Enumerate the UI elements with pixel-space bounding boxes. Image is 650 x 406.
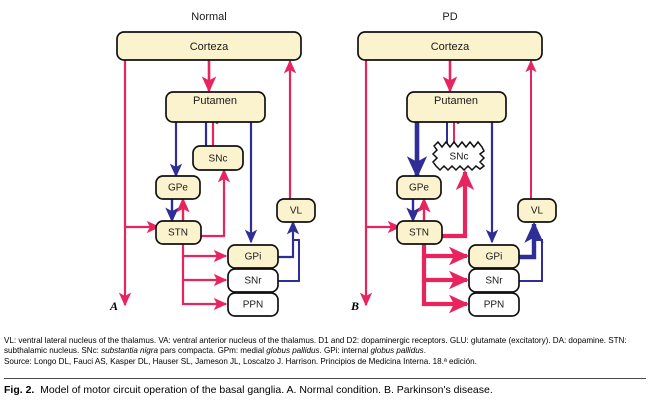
node-snr-pd[interactable]	[468, 268, 520, 293]
basal-ganglia-diagram: Normal	[109, 11, 557, 317]
edge-snr-vl-pd	[519, 239, 543, 282]
node-ppn[interactable]	[227, 292, 279, 317]
abbreviations-legend: VL: ventral lateral nucleus of the thala…	[4, 336, 627, 366]
node-snc-pd[interactable]	[431, 140, 486, 172]
edge-stn-snc	[197, 168, 231, 238]
node-ppn-label-pd: PPN	[484, 300, 505, 311]
edge-gpi-vl	[278, 220, 300, 259]
node-stn[interactable]	[155, 220, 202, 245]
edge-stn-snr	[181, 256, 228, 287]
node-corteza-label: Corteza	[190, 41, 229, 53]
panel-letter-b: B	[350, 299, 359, 313]
node-gpi[interactable]	[227, 244, 279, 269]
node-gpi-pd[interactable]	[468, 244, 520, 269]
node-corteza[interactable]	[116, 31, 302, 61]
node-putamen-pd[interactable]	[406, 91, 507, 123]
node-snc-label: SNc	[209, 154, 228, 165]
panel-title-pd: PD	[442, 11, 457, 23]
node-stn-label: STN	[168, 228, 188, 239]
edge-stn-ppn-pd	[421, 280, 470, 314]
edge-stn-snr-pd	[421, 256, 470, 290]
panel-normal: Normal	[109, 11, 316, 317]
node-vl-label: VL	[290, 206, 303, 217]
node-snc[interactable]	[192, 145, 244, 171]
node-putamen-label-pd: Putamen	[434, 95, 478, 107]
panel-title-normal: Normal	[191, 11, 226, 23]
edge-stn-snc-pd	[438, 169, 475, 239]
nodes-pd: Corteza Putamen SNc GPe STN VL GPi SNr P…	[357, 31, 557, 317]
node-gpe-pd[interactable]	[396, 175, 442, 200]
node-corteza-pd[interactable]	[357, 31, 543, 61]
diagram-panels: Normal	[109, 11, 557, 317]
node-gpi-label: GPi	[245, 252, 262, 263]
node-gpe-label: GPe	[168, 183, 188, 194]
node-gpi-label-pd: GPi	[486, 252, 503, 263]
panel-letter-a: A	[109, 299, 118, 313]
node-snr-label-pd: SNr	[485, 276, 503, 287]
node-putamen-label: Putamen	[193, 95, 237, 107]
figure-caption: Fig. 2. Model of motor circuit operation…	[4, 384, 493, 396]
node-stn-pd[interactable]	[396, 220, 443, 245]
node-vl-label-pd: VL	[531, 206, 544, 217]
node-ppn-pd[interactable]	[468, 292, 520, 317]
panel-pd: PD	[350, 11, 557, 317]
node-corteza-label-pd: Corteza	[431, 41, 470, 53]
node-gpe-label-pd: GPe	[409, 183, 429, 194]
edge-stn-ppn	[181, 280, 228, 311]
caption-divider	[4, 378, 646, 379]
node-putamen[interactable]	[165, 91, 266, 123]
node-snr-label: SNr	[244, 276, 262, 287]
edge-gpi-vl-pd	[519, 221, 544, 260]
node-snc-label-pd: SNc	[450, 152, 469, 163]
node-ppn-label: PPN	[243, 300, 264, 311]
edge-cortex-stn-pd	[364, 60, 402, 234]
node-stn-label-pd: STN	[409, 228, 429, 239]
edge-snr-vl	[278, 239, 300, 282]
node-snr[interactable]	[227, 268, 279, 293]
node-gpe[interactable]	[155, 175, 201, 200]
node-vl[interactable]	[276, 198, 316, 223]
nodes-normal: Corteza Putamen SNc GPe STN VL GPi SNr P…	[116, 31, 316, 317]
edge-cortex-stn	[123, 60, 161, 234]
node-vl-pd[interactable]	[517, 198, 557, 223]
